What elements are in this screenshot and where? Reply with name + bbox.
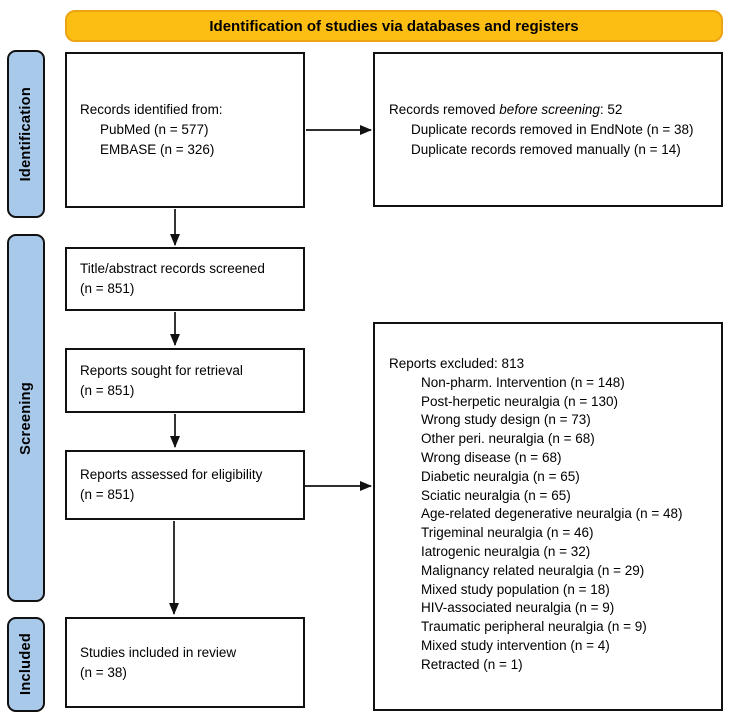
box-line-1: Reports assessed for eligibility	[80, 467, 263, 482]
box-title: Reports excluded: 813	[389, 356, 525, 371]
box-title-prefix: Records removed	[389, 101, 500, 117]
box-title: Records removed before screening: 52	[389, 100, 713, 120]
box-sublist: Duplicate records removed in EndNote (n …	[389, 120, 713, 160]
box-line: Wrong disease (n = 68)	[421, 449, 562, 465]
stage-label-included: Included	[7, 617, 45, 712]
box-line-1: Title/abstract records screened	[80, 261, 265, 276]
box-records-identified: Records identified from: PubMed (n = 577…	[65, 52, 305, 208]
box-sublist: Non-pharm. Intervention (n = 148) Post-he…	[389, 374, 713, 675]
box-line: Iatrogenic neuralgia (n = 32)	[421, 543, 591, 559]
box-line-1: Reports sought for retrieval	[80, 362, 243, 378]
box-title-abstract-screened: Title/abstract records screened (n = 851…	[65, 247, 305, 311]
box-line-2: (n = 38)	[80, 664, 127, 680]
box-title: Records identified from:	[80, 102, 223, 117]
stage-label-screening: Screening	[7, 234, 45, 602]
box-reports-excluded: Reports excluded: 813 Non-pharm. Interve…	[373, 322, 723, 711]
box-line: HIV-associated neuralgia (n = 9)	[421, 600, 615, 616]
stage-label-identification: Identification	[7, 50, 45, 218]
box-line-2: (n = 851)	[80, 382, 135, 398]
box-reports-assessed: Reports assessed for eligibility (n = 85…	[65, 450, 305, 520]
box-line: Mixed study population (n = 18)	[421, 581, 610, 597]
banner: Identification of studies via databases …	[65, 10, 723, 42]
box-line: Duplicate records removed in EndNote (n …	[411, 121, 694, 137]
stage-label-text: Included	[18, 633, 34, 696]
box-line: Age-related degenerative neuralgia (n = …	[421, 506, 683, 522]
box-line: Duplicate records removed manually (n = …	[411, 141, 681, 157]
box-line: Mixed study intervention (n = 4)	[421, 637, 610, 653]
banner-title: Identification of studies via databases …	[209, 17, 579, 35]
box-records-removed: Records removed before screening: 52 Dup…	[373, 52, 723, 207]
box-studies-included: Studies included in review (n = 38)	[65, 617, 305, 708]
box-line: PubMed (n = 577)	[100, 122, 209, 137]
box-line: Malignancy related neuralgia (n = 29)	[421, 562, 645, 578]
box-line: Traumatic peripheral neuralgia (n = 9)	[421, 619, 647, 635]
box-line: Sciatic neuralgia (n = 65)	[421, 487, 571, 503]
box-line: Other peri. neuralgia (n = 68)	[421, 431, 595, 447]
stage-label-text: Screening	[18, 381, 34, 455]
box-line: Post-herpetic neuralgia (n = 130)	[421, 393, 618, 409]
box-line: Trigeminal neuralgia (n = 46)	[421, 525, 594, 541]
box-line: Retracted (n = 1)	[421, 656, 523, 672]
box-line: EMBASE (n = 326)	[100, 142, 215, 157]
box-line-1: Studies included in review	[80, 644, 237, 660]
box-line-2: (n = 851)	[80, 487, 135, 502]
box-line: Wrong study design (n = 73)	[421, 412, 591, 428]
box-title-emphasis: before screening	[499, 101, 600, 117]
box-line: Non-pharm. Intervention (n = 148)	[421, 374, 625, 390]
box-line-2: (n = 851)	[80, 281, 135, 296]
box-line: Diabetic neuralgia (n = 65)	[421, 468, 580, 484]
box-sublist: PubMed (n = 577) EMBASE (n = 326)	[80, 120, 295, 160]
stage-label-text: Identification	[18, 86, 34, 182]
box-reports-sought: Reports sought for retrieval (n = 851)	[65, 348, 305, 413]
box-title-suffix: : 52	[599, 101, 623, 117]
